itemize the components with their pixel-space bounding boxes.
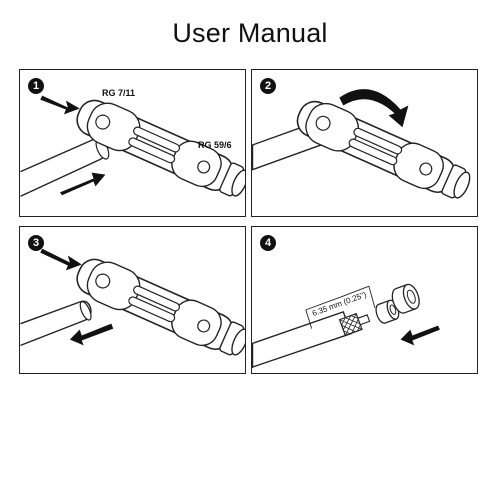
step-number-badge: 3	[28, 235, 44, 251]
step-4-panel: 4 6.35 mm (0.25")	[251, 226, 478, 374]
step-3-illustration	[20, 248, 245, 356]
step-2-panel: 2	[251, 69, 478, 217]
step-number-badge: 1	[28, 78, 44, 94]
step-3-panel: 3	[19, 226, 246, 374]
step-1-illustration	[20, 95, 245, 197]
rg-7-11-label: RG 7/11	[102, 88, 136, 98]
step-number-badge: 2	[260, 78, 276, 94]
rg-59-6-label: RG 59/6	[198, 140, 232, 150]
step-4-illustration	[252, 283, 440, 368]
step-1-panel: 1 RG 7/11 RG 59/6	[19, 69, 246, 217]
step-number-badge: 4	[260, 235, 276, 251]
step-2-illustration	[252, 89, 471, 199]
manual-title: User Manual	[172, 18, 328, 48]
